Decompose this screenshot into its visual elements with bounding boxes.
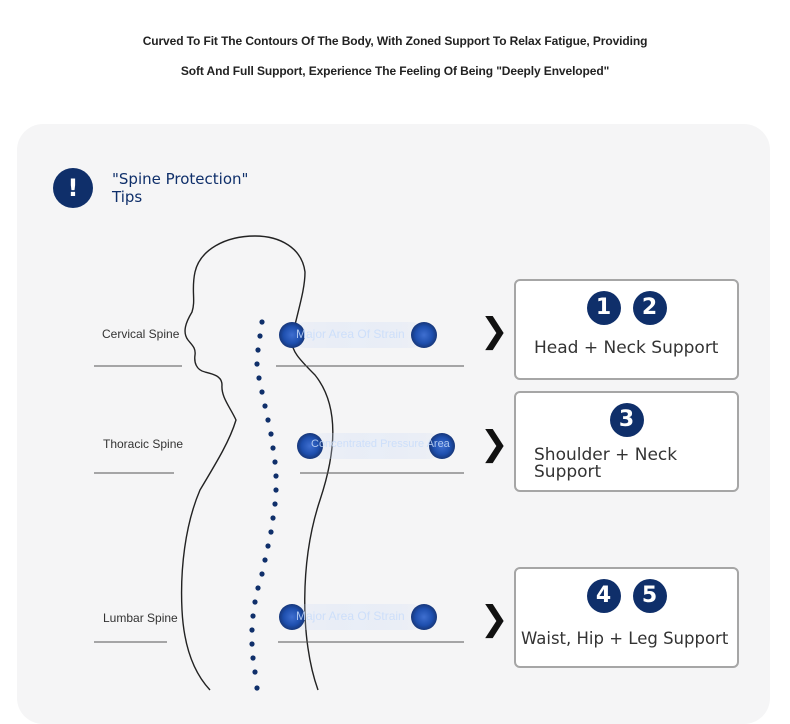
exclamation-icon: !: [53, 168, 93, 208]
tips-title-line-2: Tips: [112, 188, 143, 206]
support-label-line-1: Shoulder + Neck: [534, 445, 678, 465]
strain-point-thoracic-left: [297, 433, 323, 459]
strain-point-cervical-left: [279, 322, 305, 348]
cervical-spine-label: Cervical Spine: [102, 327, 180, 341]
thoracic-spine-label: Thoracic Spine: [103, 437, 184, 451]
lumbar-spine-label: Lumbar Spine: [103, 611, 178, 625]
number-badge-2: 2: [632, 291, 667, 325]
strain-point-cervical-right: [411, 322, 437, 348]
headline-line-2: Soft And Full Support, Experience The Fe…: [180, 64, 610, 78]
spine-dots: [249, 319, 279, 691]
tips-title: "Spine Protection" Tips: [112, 170, 312, 206]
strain-point-thoracic-right: [429, 433, 455, 459]
body-silhouette: [180, 235, 334, 691]
chevron-right-icon: ❯: [480, 311, 509, 351]
strain-point-lumbar-right: [411, 604, 437, 630]
support-label-line-2: Support: [534, 462, 602, 482]
number-badge-3: 3: [609, 403, 644, 437]
support-box-shoulder-neck: 3 Shoulder + Neck Support: [514, 391, 739, 492]
strain-point-lumbar-left: [279, 604, 305, 630]
body-outline-figure: [94, 235, 464, 691]
support-label: Waist, Hip + Leg Support: [521, 629, 729, 648]
cervical-strain-text: Major Area Of Strain: [296, 327, 405, 341]
number-badge-1: 1: [586, 291, 621, 325]
number-badge-4: 4: [586, 579, 621, 613]
tips-title-line-1: "Spine Protection": [112, 170, 249, 188]
thoracic-strain-text: Concentrated Pressure Area: [311, 438, 450, 450]
headline-line-1: Curved To Fit The Contours Of The Body, …: [142, 34, 648, 48]
chevron-right-icon: ❯: [480, 599, 509, 639]
support-label: Head + Neck Support: [534, 338, 719, 358]
chevron-right-icon: ❯: [480, 424, 509, 464]
lumbar-strain-text: Major Area Of Strain: [296, 609, 405, 623]
number-badge-5: 5: [632, 579, 667, 613]
